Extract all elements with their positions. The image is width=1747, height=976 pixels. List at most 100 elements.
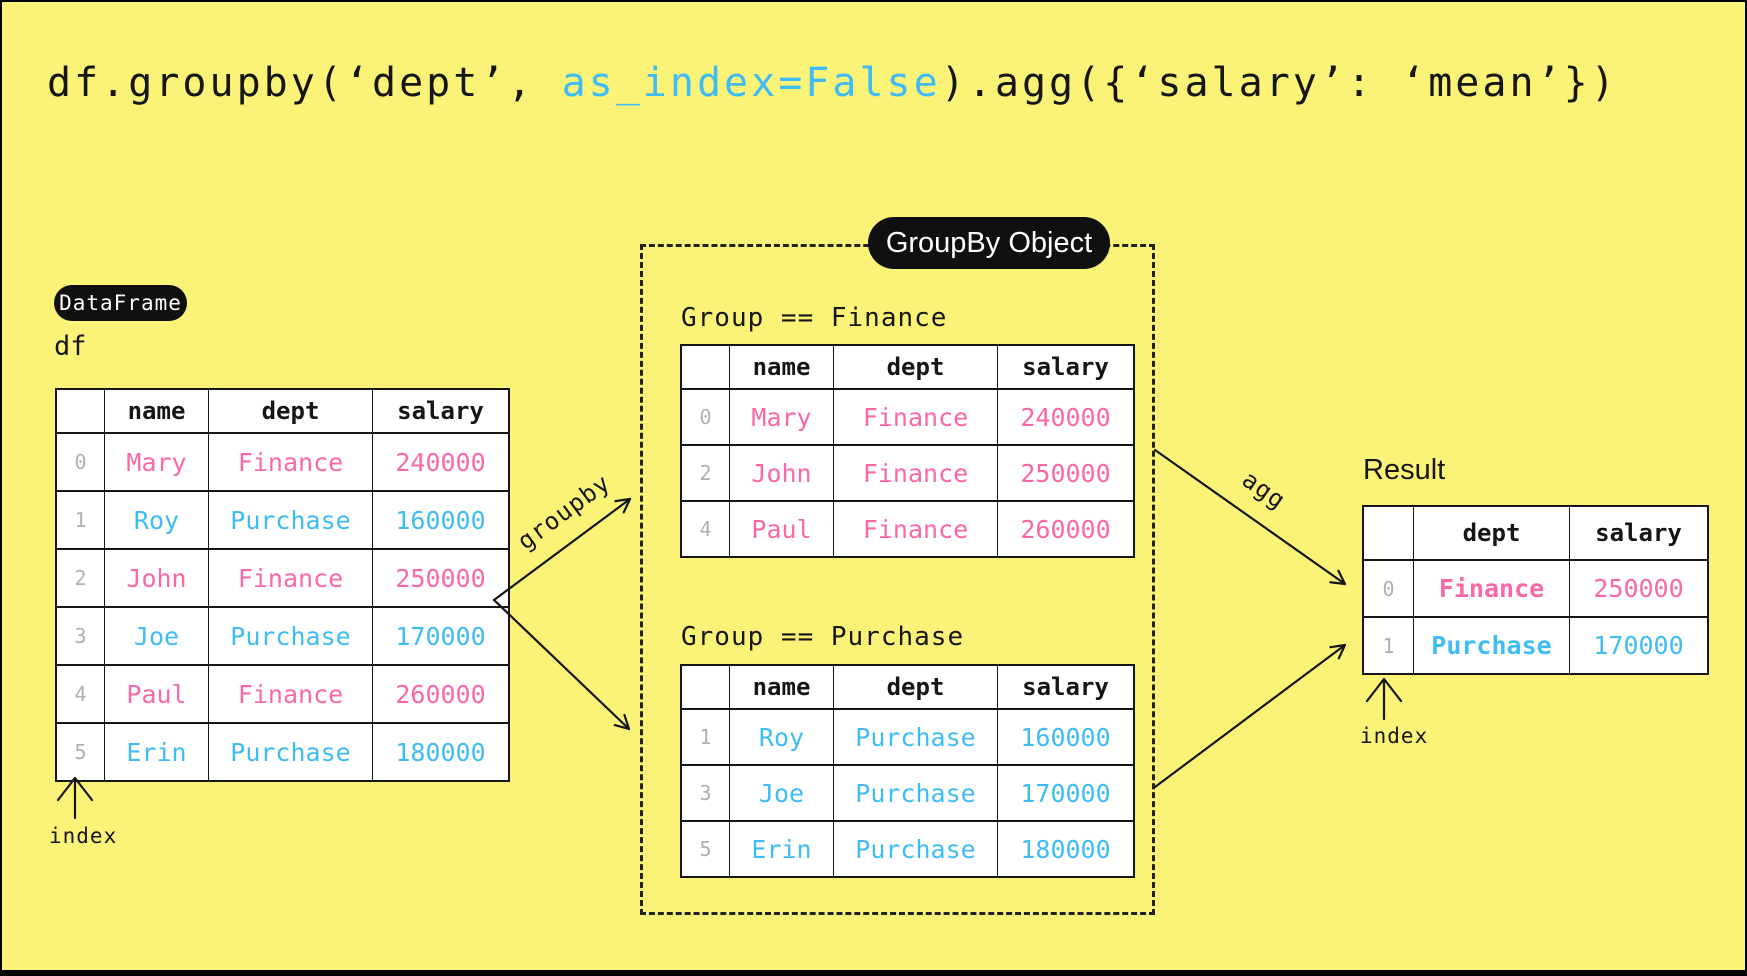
table-cell: 180000 [372,722,510,782]
table-cell: Purchase [208,722,373,782]
table-cell: 170000 [372,606,510,666]
table-cell: Purchase [1413,616,1570,675]
table-cell: 170000 [997,764,1135,822]
row-index-cell: 1 [55,490,105,550]
column-header: name [104,388,209,434]
agg-arrow-lower [1153,643,1347,789]
table-cell: 250000 [1569,559,1709,618]
table-cell: Joe [729,764,834,822]
row-index-cell: 2 [55,548,105,608]
dataframe-badge: DataFrame [54,285,187,321]
index-column-header [680,344,730,390]
code-prefix: df.groupby(‘dept’, [47,60,562,106]
table-cell: Finance [833,444,998,502]
group-finance-title: Group == Finance [681,303,948,333]
column-header: salary [997,664,1135,710]
column-header: dept [1413,505,1570,561]
table-cell: 240000 [372,432,510,492]
index-column-header [55,388,105,434]
table-cell: Purchase [208,606,373,666]
table-cell: John [729,444,834,502]
row-index-cell: 0 [1362,559,1414,618]
result-index-label: index [1360,724,1429,748]
row-index-cell: 1 [1362,616,1414,675]
table-cell: Finance [833,388,998,446]
column-header: name [729,344,834,390]
code-highlight-as-index-false: as_index=False [561,60,941,106]
column-header: salary [1569,505,1709,561]
table-cell: Erin [104,722,209,782]
table-cell: Mary [729,388,834,446]
code-suffix: ).agg({‘salary’: ‘mean’}) [940,60,1618,106]
row-index-cell: 2 [680,444,730,502]
table-cell: Joe [104,606,209,666]
dataframe-name-label: df [54,331,87,362]
column-header: name [729,664,834,710]
table-cell: Purchase [833,820,998,878]
column-header: dept [208,388,373,434]
table-cell: Paul [729,500,834,558]
result-title: Result [1363,454,1446,486]
row-index-cell: 4 [680,500,730,558]
table-cell: John [104,548,209,608]
group-purchase-title: Group == Purchase [681,622,965,652]
row-index-cell: 3 [55,606,105,666]
table-cell: Purchase [208,490,373,550]
table-cell: Purchase [833,764,998,822]
row-index-cell: 4 [55,664,105,724]
table-cell: 180000 [997,820,1135,878]
column-header: dept [833,664,998,710]
table-cell: 160000 [372,490,510,550]
table-cell: Finance [208,548,373,608]
table-cell: Mary [104,432,209,492]
result-index-arrow [1365,677,1403,721]
row-index-cell: 0 [680,388,730,446]
table-cell: 170000 [1569,616,1709,675]
groupby-object-badge: GroupBy Object [868,217,1110,269]
table-cell: 260000 [372,664,510,724]
column-header: dept [833,344,998,390]
row-index-cell: 5 [55,722,105,782]
row-index-cell: 1 [680,708,730,766]
dataframe-index-label: index [49,824,118,848]
dataframe-index-arrow [56,776,94,820]
table-cell: 250000 [997,444,1135,502]
table-cell: 160000 [997,708,1135,766]
table-cell: 260000 [997,500,1135,558]
row-index-cell: 3 [680,764,730,822]
table-cell: Roy [104,490,209,550]
table-cell: Finance [208,664,373,724]
row-index-cell: 0 [55,432,105,492]
code-line: df.groupby(‘dept’, as_index=False).agg({… [47,62,1618,104]
row-index-cell: 5 [680,820,730,878]
table-cell: Paul [104,664,209,724]
column-header: salary [997,344,1135,390]
index-column-header [680,664,730,710]
groupby-arrow-label: groupby [512,468,616,556]
table-cell: Roy [729,708,834,766]
index-column-header [1362,505,1414,561]
table-cell: Finance [208,432,373,492]
groupby-arrow-lower [492,598,631,731]
agg-arrow-label: agg [1236,465,1292,515]
